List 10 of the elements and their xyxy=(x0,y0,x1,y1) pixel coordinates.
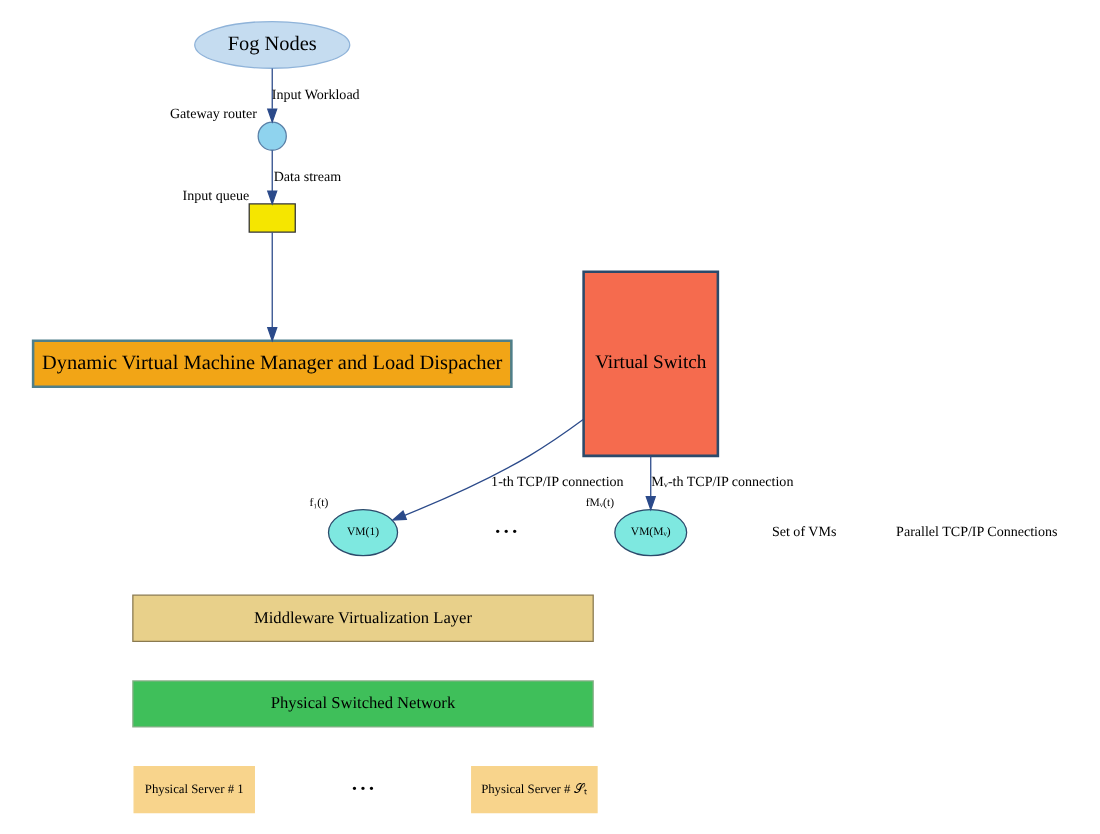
arrow xyxy=(265,67,277,124)
node-box xyxy=(247,203,295,233)
arrow xyxy=(644,455,656,512)
arrow xyxy=(265,231,277,343)
node-ellipse: Fog Nodes xyxy=(193,20,350,69)
node-box: Dynamic Virtual Machine Manager and Load Dispacher xyxy=(30,339,512,389)
node-box: Virtual Switch xyxy=(581,270,719,458)
arrow xyxy=(390,418,583,521)
arrow xyxy=(265,149,277,206)
node-circle xyxy=(256,121,286,151)
